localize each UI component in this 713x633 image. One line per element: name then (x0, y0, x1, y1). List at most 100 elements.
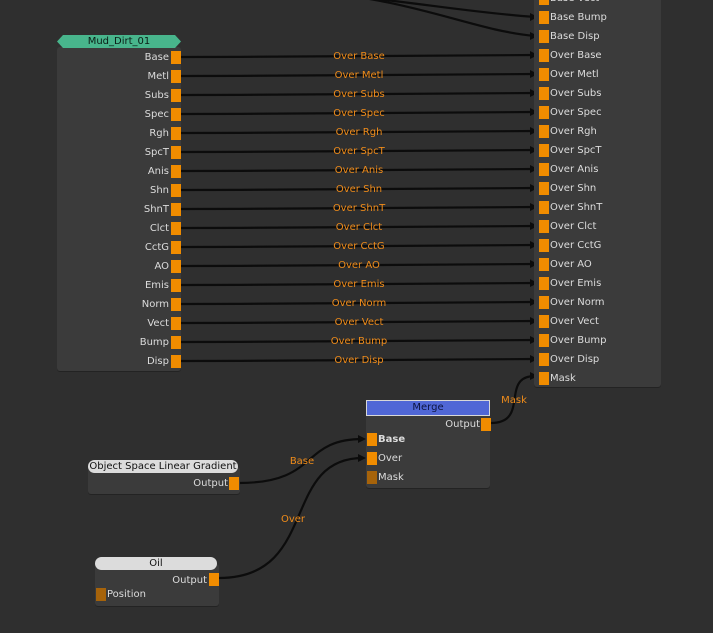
target-input-port[interactable] (539, 239, 549, 252)
mud-output-label: ShnT (143, 204, 169, 215)
target-input-label: Over Vect (550, 316, 599, 327)
mud-output-port[interactable] (171, 336, 181, 349)
wire-label: Over Spec (333, 108, 385, 119)
wire-over (180, 300, 536, 306)
oil-node[interactable] (95, 564, 219, 606)
mud-output-label: Clct (149, 223, 169, 234)
target-input-port[interactable] (539, 68, 549, 81)
mud-dirt-node[interactable] (57, 47, 181, 371)
mud-output-port[interactable] (171, 298, 181, 311)
target-input-port[interactable] (539, 220, 549, 233)
target-input-port[interactable] (539, 144, 549, 157)
gradient-output-port[interactable] (229, 477, 239, 490)
target-input-port[interactable] (539, 11, 549, 24)
mud-output-port[interactable] (171, 203, 181, 216)
target-input-port[interactable] (539, 296, 549, 309)
oil-node-title[interactable]: Oil (95, 557, 217, 570)
merge-input-base-port[interactable] (367, 433, 377, 446)
mud-output-port[interactable] (171, 355, 181, 368)
mud-output-port[interactable] (171, 241, 181, 254)
wire-over (180, 72, 536, 78)
mud-output-port[interactable] (171, 127, 181, 140)
target-input-port[interactable] (539, 125, 549, 138)
mud-output-label: AO (154, 261, 169, 272)
target-input-port[interactable] (539, 182, 549, 195)
target-input-port[interactable] (539, 0, 549, 5)
wire-label: Over Anis (334, 165, 384, 176)
target-input-port[interactable] (539, 315, 549, 328)
target-input-label: Over Rgh (550, 126, 597, 137)
mud-output-port[interactable] (171, 108, 181, 121)
wire-label: Over Bump (330, 336, 388, 347)
mud-output-label: Metl (147, 71, 169, 82)
target-material-node[interactable] (534, 0, 661, 387)
wire-over (180, 110, 536, 116)
wire-over (180, 357, 536, 363)
target-input-label: Over Metl (550, 69, 599, 80)
wire-over (180, 338, 536, 344)
merge-output-port[interactable] (481, 418, 491, 431)
mud-dirt-node-title[interactable]: Mud_Dirt_01 (57, 35, 181, 48)
mud-output-label: Base (144, 52, 169, 63)
wire-base (238, 437, 364, 485)
mud-output-port[interactable] (171, 70, 181, 83)
wire-base-disp (368, 0, 536, 38)
gradient-node-title[interactable]: Object Space Linear Gradient (88, 460, 238, 473)
mud-output-port[interactable] (171, 317, 181, 330)
mud-output-label: Spec (144, 109, 169, 120)
mud-output-port[interactable] (171, 165, 181, 178)
merge-node-title[interactable]: Merge (366, 400, 490, 416)
target-input-port[interactable] (539, 30, 549, 43)
mud-output-label: Shn (149, 185, 169, 196)
target-input-label: Over CctG (550, 240, 602, 251)
wire-label: Over Subs (333, 89, 385, 100)
target-input-label: Base Disp (550, 31, 600, 42)
target-input-label: Over Bump (550, 335, 607, 346)
target-input-label: Over Subs (550, 88, 602, 99)
target-input-label: Over AO (550, 259, 592, 270)
target-input-port[interactable] (539, 277, 549, 290)
wire-label: Over Norm (331, 298, 387, 309)
merge-input-over-port[interactable] (367, 452, 377, 465)
target-input-port[interactable] (539, 201, 549, 214)
merge-input-mask-label: Mask (378, 472, 404, 483)
mud-output-port[interactable] (171, 260, 181, 273)
mud-output-label: Emis (144, 280, 169, 291)
target-input-port[interactable] (539, 49, 549, 62)
mud-output-port[interactable] (171, 89, 181, 102)
target-input-port[interactable] (539, 334, 549, 347)
mud-output-label: Rgh (149, 128, 169, 139)
wire-over (180, 129, 536, 135)
wire-label: Over Clct (335, 222, 383, 233)
merge-output-label: Output (445, 419, 480, 430)
target-input-label: Base Vect (550, 0, 599, 8)
mud-output-label: Anis (147, 166, 169, 177)
target-input-port[interactable] (539, 258, 549, 271)
target-input-label: Over Spec (550, 107, 602, 118)
wire-label: Over Metl (334, 70, 384, 81)
target-input-port[interactable] (539, 163, 549, 176)
mud-output-label: Bump (139, 337, 169, 348)
target-input-mask-port[interactable] (539, 372, 549, 385)
wire-over (180, 262, 536, 268)
mud-output-label: Vect (147, 318, 169, 329)
oil-output-port[interactable] (209, 573, 219, 586)
target-input-port[interactable] (539, 106, 549, 119)
mud-output-port[interactable] (171, 51, 181, 64)
oil-input-position-port[interactable] (96, 588, 106, 601)
mud-output-port[interactable] (171, 279, 181, 292)
merge-input-mask-port[interactable] (367, 471, 377, 484)
mud-output-port[interactable] (171, 146, 181, 159)
target-input-label: Over Shn (550, 183, 597, 194)
target-input-port[interactable] (539, 87, 549, 100)
mud-output-port[interactable] (171, 222, 181, 235)
mud-output-label: CctG (144, 242, 169, 253)
target-input-label: Over Anis (550, 164, 599, 175)
target-input-port[interactable] (539, 353, 549, 366)
merge-input-over-label: Over (378, 453, 403, 464)
mud-output-label: Norm (141, 299, 169, 310)
target-input-label: Over Base (550, 50, 602, 61)
mud-output-port[interactable] (171, 184, 181, 197)
wire-label: Over SpcT (333, 146, 385, 157)
